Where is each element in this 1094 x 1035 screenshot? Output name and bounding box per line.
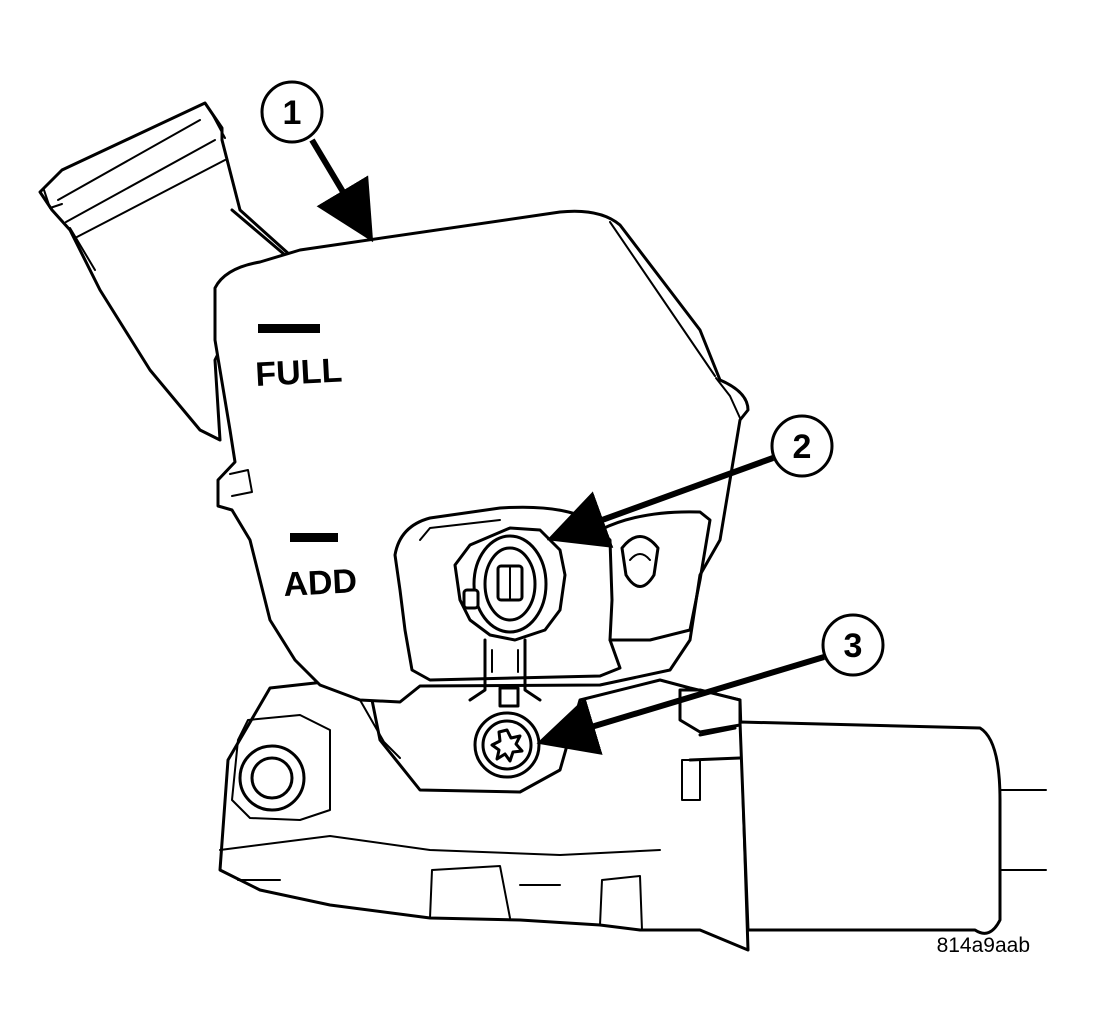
pump-port-inner: [250, 756, 294, 800]
figure-id: 814a9aab: [937, 934, 1030, 957]
mounting-bolt: [473, 711, 541, 779]
callout-3-leader: [536, 654, 825, 755]
callout-3: 3: [536, 613, 885, 755]
mounting-slot: [620, 535, 660, 588]
callout-2-number: 2: [793, 428, 812, 466]
callout-1: 1: [260, 80, 374, 243]
callout-3-number: 3: [844, 627, 863, 665]
reservoir-housing: FULL ADD: [213, 209, 750, 704]
add-level-label: ADD: [282, 562, 358, 604]
connector-latch: [462, 588, 480, 610]
pump-body: [218, 676, 1047, 952]
torx-recess: [490, 728, 524, 763]
add-level-mark: [290, 533, 338, 542]
callout-1-circle: [260, 80, 324, 144]
callout-1-leader: [309, 138, 374, 243]
full-level-label: FULL: [254, 351, 343, 393]
level-sensor: [453, 526, 567, 708]
callout-2-leader: [546, 455, 775, 548]
callout-1-number: 1: [283, 94, 302, 132]
callout-2-circle: [770, 414, 834, 478]
full-level-mark: [258, 324, 320, 333]
callout-2: 2: [546, 414, 834, 548]
callout-3-circle: [821, 613, 885, 677]
bracket-slot: [498, 686, 520, 708]
